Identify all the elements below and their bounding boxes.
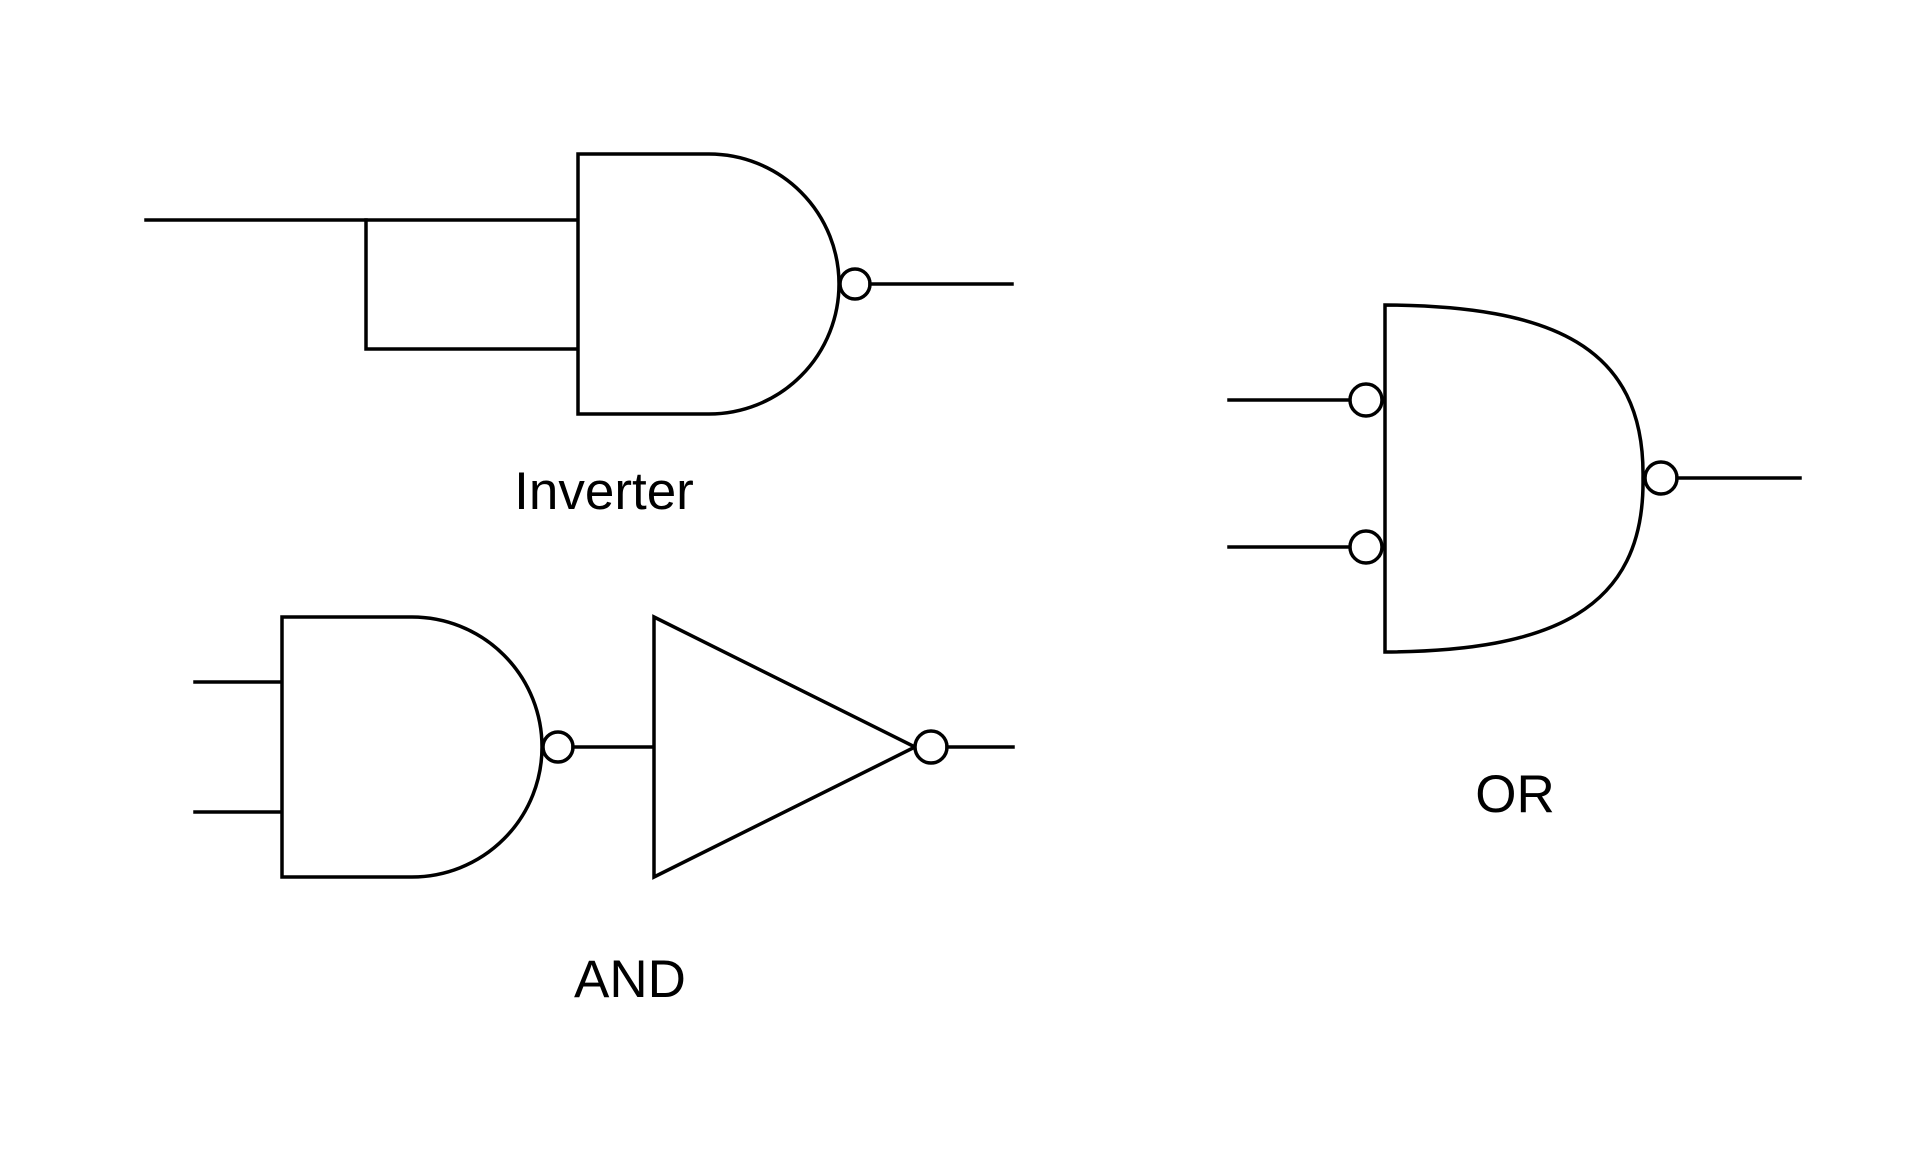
and-not-output-bubble <box>913 729 949 765</box>
and-circuit: AND <box>193 614 1015 1009</box>
and-not-gate-body <box>652 614 919 880</box>
inverter-tie-wire <box>364 218 580 351</box>
or-output-bubble <box>1643 460 1679 496</box>
inverter-nand-gate-body <box>576 152 841 416</box>
and-label: AND <box>574 950 686 1009</box>
or-input-bubble-2 <box>1348 529 1384 565</box>
or-label: OR <box>1475 765 1555 824</box>
or-circuit: OR <box>1227 303 1802 824</box>
or-input-bubble-1 <box>1348 382 1384 418</box>
inverter-circuit: Inverter <box>144 152 1014 521</box>
and-nand-output-bubble <box>541 730 575 764</box>
or-nand-gate-body <box>1383 303 1645 654</box>
and-nand-gate-body <box>280 615 544 879</box>
inverter-label: Inverter <box>514 462 694 521</box>
inverter-output-bubble <box>838 267 872 301</box>
